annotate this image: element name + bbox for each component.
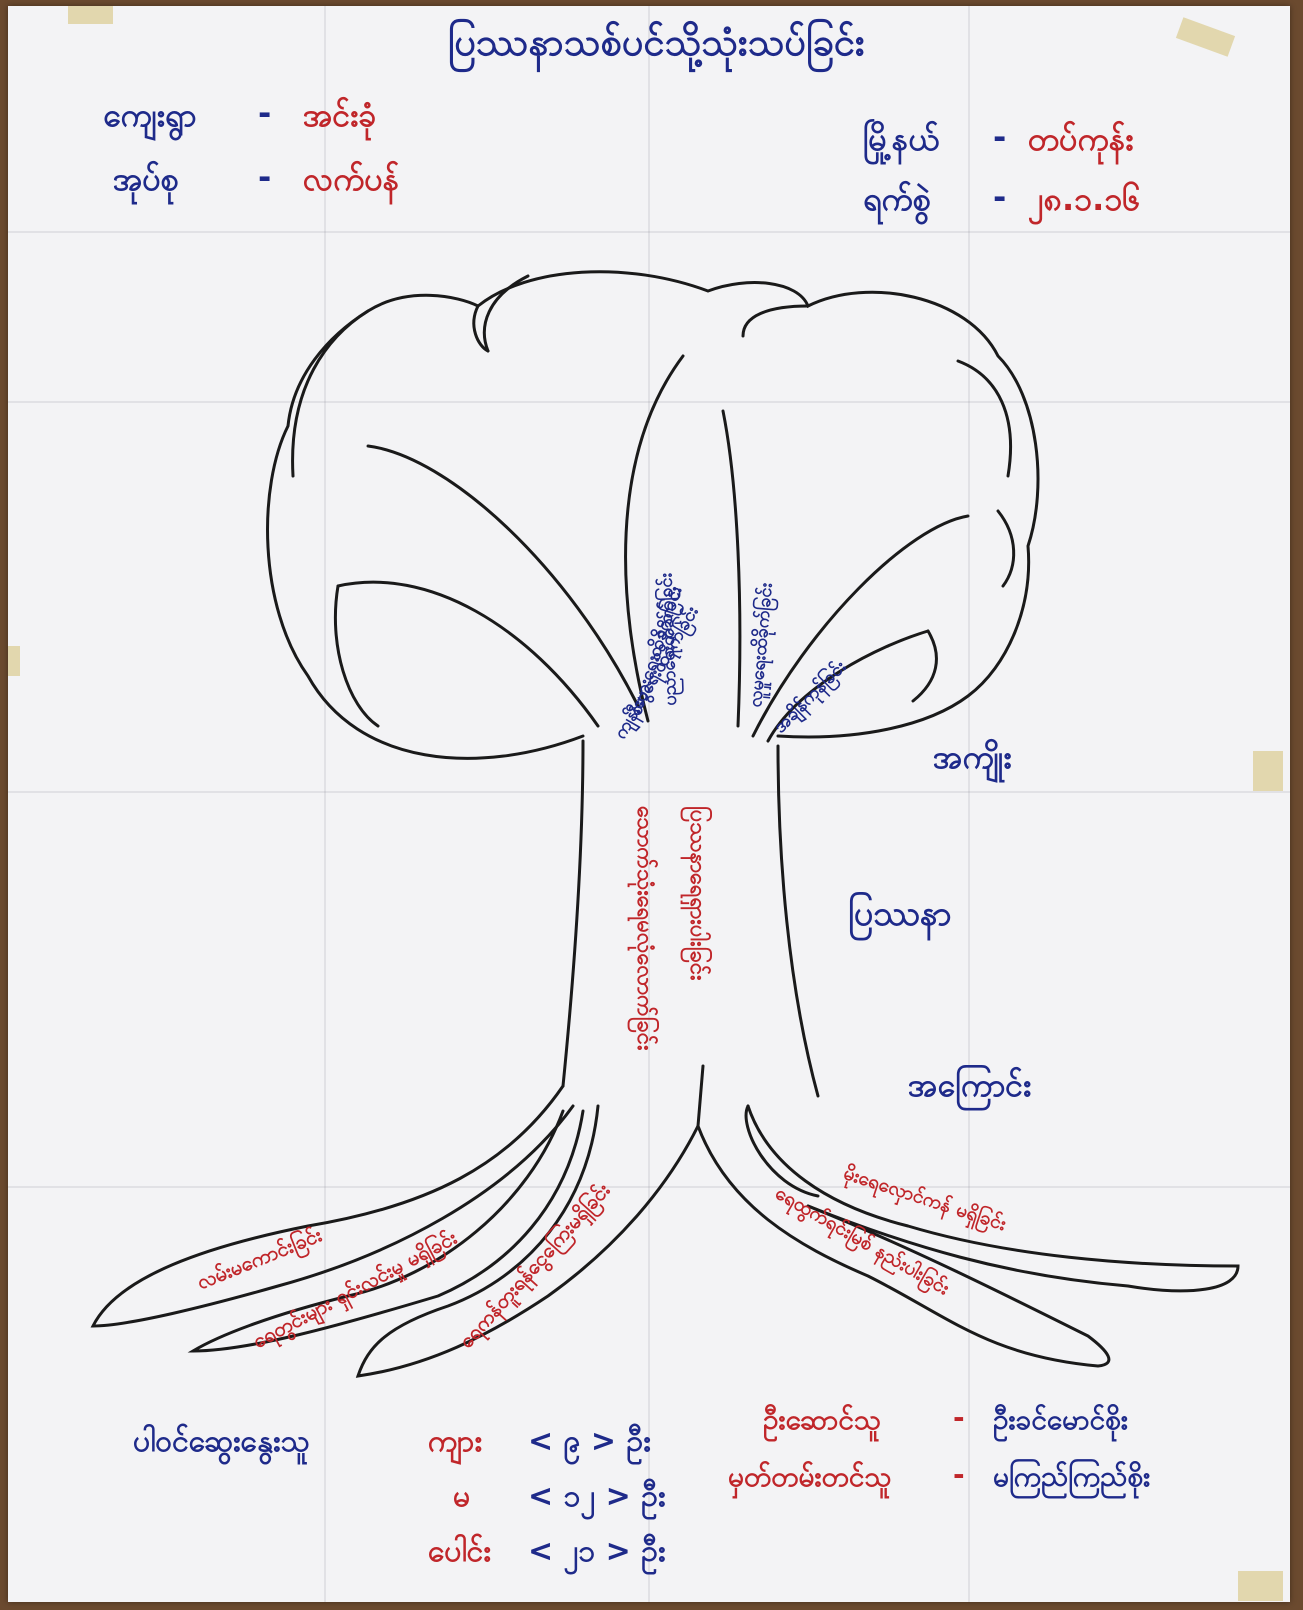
poster-title: ပြဿနာသစ်ပင်သို့သုံးသပ်ခြင်း: [448, 18, 865, 74]
branch-text-3: ပညာရေးထိခိုက်ခြင်း: [653, 573, 685, 706]
dash: -: [993, 118, 1006, 156]
problem-label: ပြဿနာ: [848, 891, 952, 942]
dash: -: [258, 94, 271, 132]
poster-sheet: ပြဿနာသစ်ပင်သို့သုံးသပ်ခြင်း ကျေးရွာ - အင…: [8, 6, 1290, 1602]
facilitator-label: ဦးဆောင်သူ: [763, 1401, 881, 1443]
participants-label: ပါဝင်ဆွေးနွေးသူ: [133, 1421, 310, 1466]
township-value: တပ်ကုန်း: [1028, 118, 1133, 166]
township-label: မြို့နယ်: [863, 118, 939, 166]
male-count: < ၉ > ဦး: [528, 1421, 651, 1466]
village-label: ကျေးရွာ: [103, 94, 196, 142]
causes-label: အကြောင်း: [908, 1064, 1031, 1112]
date-value: ၂၈.၁.၁၆: [1028, 178, 1140, 226]
dash: -: [953, 1458, 965, 1491]
group-value: လက်ပန်: [303, 158, 399, 206]
note-taker-value: မကြည်ကြည်စိုး: [993, 1458, 1150, 1500]
group-label: အုပ်စု: [113, 158, 179, 206]
dash: -: [953, 1401, 965, 1434]
total-label: ပေါင်း: [428, 1531, 491, 1576]
tree-outline: [93, 272, 1238, 1376]
problem-tree-drawing: [8, 6, 1290, 1602]
effects-label: အကျိုး: [933, 736, 1011, 784]
female-label: မ: [453, 1476, 470, 1521]
trunk-text-2: ပြဿနာရေရှားပါးခြင်း: [680, 806, 713, 981]
female-count: < ၁၂ > ဦး: [528, 1476, 665, 1521]
facilitator-value: ဦးခင်မောင်စိုး: [993, 1401, 1128, 1443]
male-label: ကျား: [428, 1421, 482, 1466]
village-value: အင်းခုံ: [303, 94, 376, 142]
date-label: ရက်စွဲ: [863, 178, 931, 226]
trunk-text-1: သောက်သုံးရေမလုံလောက်ခြင်း: [627, 806, 660, 1051]
note-taker-label: မှတ်တမ်းတင်သူ: [728, 1458, 892, 1500]
dash: -: [258, 158, 271, 196]
total-count: < ၂၁ > ဦး: [528, 1531, 665, 1576]
dash: -: [993, 178, 1006, 216]
